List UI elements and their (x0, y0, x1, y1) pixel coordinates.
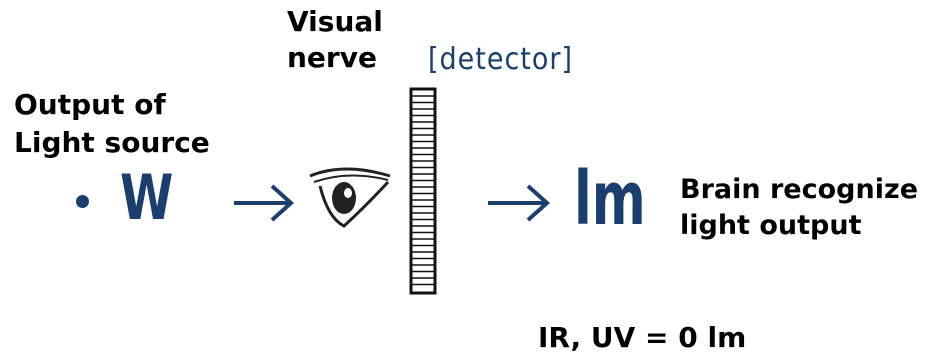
brain-recognize-label: Brain recognize light output (680, 174, 919, 241)
detector-grid-icon (409, 87, 437, 295)
detector-label: [detector] (428, 42, 574, 77)
right-arrow-icon (488, 184, 550, 222)
output-light-source-label: Output of Light source (14, 88, 210, 159)
visual-nerve-label: Visual nerve (287, 5, 383, 74)
right-arrow-icon (234, 184, 294, 222)
eye-icon (309, 167, 391, 228)
ir-uv-label: IR, UV = 0 lm (538, 321, 747, 354)
lumen-unit: lm (574, 156, 646, 242)
bullet-icon (76, 195, 89, 208)
watt-unit: W (120, 161, 174, 234)
